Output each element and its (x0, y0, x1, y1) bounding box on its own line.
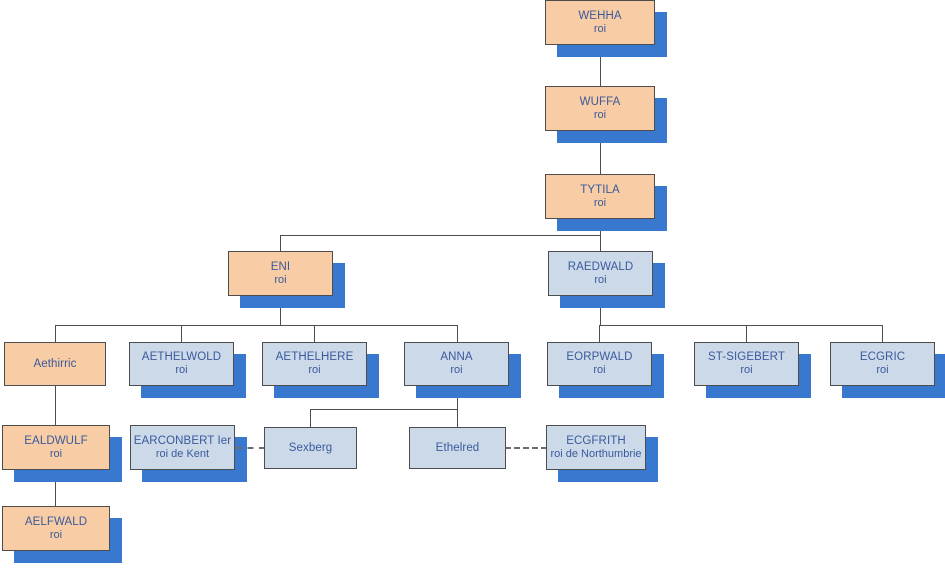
node-name-tytila: TYTILA (580, 183, 620, 196)
node-subtitle-aethelwold: roi (175, 364, 188, 377)
connector-tytila-bus (280, 235, 601, 237)
connector-raedwald-sigebert (746, 325, 748, 343)
node-name-aethelwold: AETHELWOLD (141, 351, 222, 364)
node-subtitle-tytila: roi (593, 196, 607, 209)
connector-anna-ethelred (457, 409, 459, 428)
node-ethelred[interactable]: Ethelred (409, 427, 506, 469)
node-name-eni: ENI (270, 260, 291, 273)
node-subtitle-raedwald: roi (594, 273, 607, 286)
node-name-anna: ANNA (440, 351, 473, 364)
node-aethirric[interactable]: Aethirric (4, 342, 106, 386)
node-name-ecgfrith: ECGFRITH (566, 434, 626, 447)
node-subtitle-ecgric: roi (876, 364, 889, 377)
connector-anna-bus (310, 409, 458, 411)
connector-eni-aethirric (55, 325, 57, 343)
node-subtitle-ecgfrith: roi de Northumbrie (550, 447, 642, 460)
connector-eni-bus (55, 325, 457, 327)
node-name-aethelhere: AETHELHERE (275, 351, 354, 364)
node-sexberg[interactable]: Sexberg (264, 427, 357, 469)
connector-eni-aethelwold (181, 325, 183, 343)
connector-anna-down (457, 386, 459, 410)
node-subtitle-aelfwald: roi (49, 528, 63, 541)
node-subtitle-earconbert: roi de Kent (155, 447, 210, 460)
connector-wuffa-tytila (600, 131, 602, 174)
connector-eni-anna (457, 325, 459, 343)
node-subtitle-wehha: roi (593, 22, 607, 35)
connector-wehha-wuffa (600, 45, 602, 86)
node-subtitle-aethelhere: roi (308, 364, 321, 377)
node-name-raedwald: RAEDWALD (567, 260, 634, 273)
connector-eni-aethelhere (314, 325, 316, 343)
connector-earconbert-sexberg (236, 447, 265, 449)
connector-bus-raedwald (600, 235, 602, 252)
node-subtitle-anna: roi (450, 364, 463, 377)
node-name-ethelred: Ethelred (435, 441, 480, 454)
connector-aethirric-ealdwulf (55, 386, 57, 426)
node-name-aethirric: Aethirric (33, 357, 77, 370)
node-name-sexberg: Sexberg (288, 441, 333, 454)
connector-raedwald-down (600, 296, 602, 326)
node-subtitle-st-sigebert: roi (740, 364, 753, 377)
connector-raedwald-ecgric (882, 325, 884, 343)
connector-anna-sexberg (310, 409, 312, 428)
node-name-aelfwald: AELFWALD (24, 515, 88, 528)
connector-ealdwulf-aelfwald (55, 470, 57, 507)
node-subtitle-eorpwald: roi (593, 364, 606, 377)
node-subtitle-eni: roi (274, 273, 287, 286)
node-name-wuffa: WUFFA (579, 95, 621, 108)
connector-raedwald-bus (599, 325, 883, 327)
node-name-st-sigebert: ST-SIGEBERT (708, 351, 785, 364)
connector-raedwald-eorpwald (599, 325, 601, 343)
connector-ethelred-ecgfrith (505, 447, 547, 449)
node-subtitle-wuffa: roi (593, 108, 607, 121)
node-name-ealdwulf: EALDWULF (24, 434, 88, 447)
node-name-earconbert: EARCONBERT Ier (133, 434, 232, 447)
node-name-eorpwald: EORPWALD (566, 351, 633, 364)
node-name-wehha: WEHHA (578, 9, 622, 22)
node-subtitle-ealdwulf: roi (49, 447, 63, 460)
connector-bus-eni (280, 235, 282, 252)
connector-eni-down (280, 296, 282, 326)
node-name-ecgric: ECGRIC (859, 351, 906, 364)
